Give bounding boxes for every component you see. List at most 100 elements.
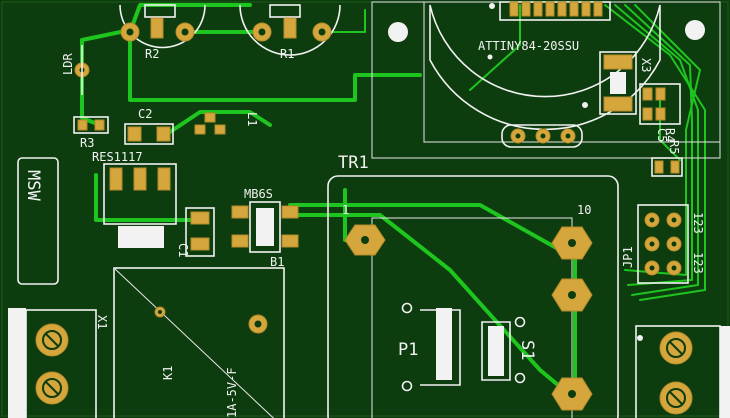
x2-screw-1-slot (668, 340, 684, 356)
relay-designator: K1 (161, 366, 175, 380)
trace-r2-top (128, 3, 252, 34)
mcu-pin-5 (557, 1, 567, 17)
r5-pad-left (654, 160, 664, 174)
jp1-hole-4 (671, 241, 677, 247)
component-r4: R4 (639, 83, 681, 142)
r2-label: R2 (145, 47, 159, 61)
r2-pin (150, 17, 164, 39)
bridge-pad-br (281, 234, 299, 248)
transformer-pin1-label: 1 (342, 203, 349, 217)
component-l1: L1 (194, 112, 259, 135)
r2-outline (119, 4, 206, 49)
mcu-pin-3 (533, 1, 543, 17)
l1-pad-top (204, 112, 216, 123)
bridge-designator: B1 (270, 255, 284, 269)
trace-bridge-tr1 (288, 203, 562, 252)
component-relay: K1 1A-5V-F (113, 267, 285, 418)
x1-screw-2 (42, 378, 62, 398)
c1-pad-bottom (190, 237, 210, 251)
bridge-pad-bl (231, 234, 249, 248)
x2-screw-2-slot (668, 390, 684, 406)
mcu-via-2 (487, 54, 493, 60)
transformer-outline (327, 175, 619, 418)
r1-outline (239, 4, 341, 56)
mcu-pin-8 (593, 1, 603, 17)
relay-pad-1-hole (158, 310, 162, 314)
component-x3: X3 (599, 20, 705, 115)
r1-pin (283, 17, 297, 39)
r1-label: R1 (280, 47, 294, 61)
component-regulator: RES1117 (92, 150, 177, 248)
bridge-pad-tr (281, 205, 299, 219)
x3-label: X3 (639, 58, 653, 72)
p1-pad-bottom (401, 380, 413, 392)
component-r5: R5 (651, 140, 683, 177)
component-x2-terminal (635, 325, 730, 418)
x1-label: X1 (95, 315, 109, 329)
jp1-hole-5 (649, 265, 655, 271)
logo-text: MSW (23, 170, 43, 201)
x3-body (610, 72, 626, 94)
component-c2: C2 (124, 107, 174, 145)
transformer-inner (371, 217, 573, 418)
x3-mount-hole (685, 20, 705, 40)
transformer-pad-9-hole (568, 291, 576, 299)
regulator-pin-2 (133, 167, 147, 191)
mcu-via-1 (489, 3, 495, 9)
r4-pad-1 (642, 87, 653, 101)
relay-diagonal (113, 267, 275, 418)
r2-pad-left-hole (126, 28, 134, 36)
l1-pad-right (214, 124, 226, 135)
s1-pad-top (514, 316, 526, 328)
r3-pad-left (77, 119, 88, 131)
component-r3: R3 (73, 116, 109, 150)
jp1-hole-3 (649, 241, 655, 247)
s1-body (488, 326, 504, 376)
jp1-pin-numbers-a: 123 (691, 212, 705, 234)
r4-pad-4 (655, 107, 666, 121)
p1-label: P1 (398, 340, 418, 360)
component-r1: R1 (239, 4, 341, 61)
c1-pad-top (190, 211, 210, 225)
jp1-hole-2 (671, 217, 677, 223)
trace-mcu-mid (469, 4, 521, 91)
regulator-tab (118, 226, 164, 248)
l1-pad-left (194, 124, 206, 135)
trace-bridge-low (288, 213, 572, 397)
r3-pad-right (94, 119, 105, 131)
mcu-pin-1 (509, 1, 519, 17)
r1-body (269, 4, 301, 18)
mcu-pin-4 (545, 1, 555, 17)
r4-label: R4 (663, 128, 677, 142)
transformer-pad-1-hole (361, 236, 369, 244)
component-s1: S1 (481, 316, 537, 384)
x3-pad-top (603, 54, 633, 70)
r4-outline (639, 83, 681, 125)
component-p1: P1 (398, 302, 461, 392)
regulator-outline (103, 163, 177, 225)
r4-pad-2 (655, 87, 666, 101)
component-c5: C5 (655, 128, 669, 142)
c2-label: C2 (138, 107, 152, 121)
transformer-label: TR1 (338, 153, 369, 173)
l1-label: L1 (245, 112, 259, 126)
mcu-pin-2 (521, 1, 531, 17)
r1-pad-right-hole (318, 28, 326, 36)
r4-pad-3 (642, 107, 653, 121)
x2-body (720, 326, 730, 418)
mcu-header-hole-2 (540, 133, 546, 139)
mcu-round-socket (429, 4, 661, 131)
trace-mcu-header-1 (604, 4, 706, 301)
jp1-label: JP1 (621, 246, 635, 268)
mcu-pin-7 (581, 1, 591, 17)
component-transformer: TR1 1 10 (327, 153, 619, 418)
x1-outline (25, 309, 97, 418)
x1-screw-1-slot (44, 332, 60, 348)
mcu-header-outline (501, 124, 583, 148)
r3-label: R3 (80, 136, 94, 150)
c5-label: C5 (655, 128, 669, 142)
x2-via (637, 335, 643, 341)
